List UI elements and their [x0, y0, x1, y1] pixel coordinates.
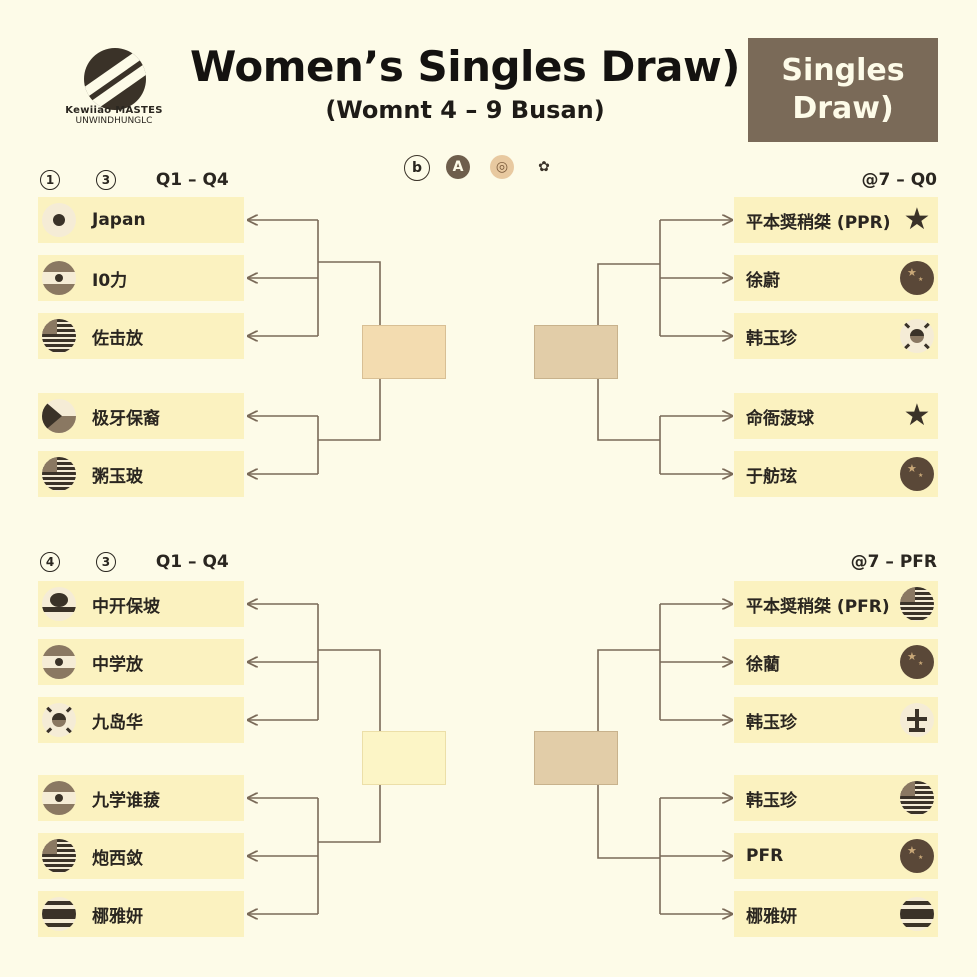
- draw-entry[interactable]: 九岛华: [38, 697, 244, 743]
- usa-flag-icon: [42, 457, 76, 491]
- thai-flag-icon: [42, 897, 76, 931]
- top-right-header: @7 – Q0: [861, 170, 937, 190]
- china-flag-icon: ★★: [900, 457, 934, 491]
- badge-line-1: Singles: [781, 53, 905, 88]
- bottom-left-range: Q1 – Q4: [155, 552, 229, 572]
- draw-entry[interactable]: 粥玉玻: [38, 451, 244, 497]
- czech-flag-icon: [42, 399, 76, 433]
- seed-circle-2: 3: [95, 170, 116, 190]
- player-name: 梛雅妍: [746, 906, 797, 927]
- page-title: Women’s Singles Draw): [190, 42, 740, 91]
- korea-flag-icon: [42, 703, 76, 737]
- player-name: I0力: [92, 270, 128, 291]
- china-flag-icon: ★★: [900, 645, 934, 679]
- stripe3-flag-icon: [42, 645, 76, 679]
- a-icon[interactable]: A: [446, 155, 470, 179]
- draw-entry[interactable]: 命衙菠球 ★: [734, 393, 938, 439]
- player-name: 极牙保裔: [92, 408, 160, 429]
- singles-draw-badge: Singles Draw): [748, 38, 938, 142]
- usa-flag-icon: [900, 587, 934, 621]
- draw-entry[interactable]: 九学谁菝: [38, 775, 244, 821]
- japanbar-flag-icon: [42, 587, 76, 621]
- draw-entry[interactable]: 平本奨稍桀 (PFR): [734, 581, 938, 627]
- bottom-left-header: 4 3 Q1 – Q4: [40, 552, 229, 572]
- seed-circle-3: 3: [95, 552, 116, 572]
- player-name: 炮西敛: [92, 848, 143, 869]
- draw-entry[interactable]: 徐藺 ★★: [734, 639, 938, 685]
- player-name: 九学谁菝: [92, 790, 160, 811]
- draw-entry[interactable]: 极牙保裔: [38, 393, 244, 439]
- draw-entry[interactable]: 佐击放: [38, 313, 244, 359]
- player-name: 平本奨稍桀 (PPR): [746, 212, 891, 233]
- draw-entry[interactable]: 梛雅妍: [38, 891, 244, 937]
- draw-entry[interactable]: 韩玉珍: [734, 313, 938, 359]
- draw-entry[interactable]: 韩玉珍: [734, 775, 938, 821]
- logo: [84, 48, 146, 110]
- player-name: 徐蔚: [746, 270, 780, 291]
- seed-circle-4: 4: [40, 552, 60, 572]
- logo-subtext: UNWINDHUNGLC: [75, 116, 153, 126]
- stripe3-flag-icon: [42, 781, 76, 815]
- draw-entry[interactable]: Japan: [38, 197, 244, 243]
- star-flag-icon: ★: [903, 399, 931, 433]
- logo-text: Kewiiao MASTES: [65, 105, 163, 116]
- flower-icon[interactable]: ✿: [532, 155, 556, 179]
- player-name: 九岛华: [92, 712, 143, 733]
- china-flag-icon: ★★: [900, 839, 934, 873]
- seed-circle-1: 1: [40, 170, 60, 190]
- cross-flag-icon: [900, 703, 934, 737]
- player-name: 粥玉玻: [92, 466, 143, 487]
- stripe3-flag-icon: [42, 261, 76, 295]
- top-left-result-box[interactable]: [362, 325, 446, 379]
- player-name: 韩玉珍: [746, 712, 797, 733]
- player-name: PFR: [746, 846, 784, 866]
- bottom-right-header: @7 – PFR: [850, 552, 937, 572]
- bottom-left-result-box[interactable]: [362, 731, 446, 785]
- player-name: Japan: [92, 210, 146, 230]
- player-name: 中学放: [92, 654, 143, 675]
- bottom-right-result-box[interactable]: [534, 731, 618, 785]
- draw-entry[interactable]: 于舫玹 ★★: [734, 451, 938, 497]
- top-right-result-box[interactable]: [534, 325, 618, 379]
- draw-entry[interactable]: 徐蔚 ★★: [734, 255, 938, 301]
- japan-flag-icon: [42, 203, 76, 237]
- top-left-range: Q1 – Q4: [155, 170, 229, 190]
- china-flag-icon: ★★: [900, 261, 934, 295]
- star-flag-icon: ★: [903, 203, 931, 237]
- player-name: 命衙菠球: [746, 408, 814, 429]
- korea-flag-icon: [900, 319, 934, 353]
- usa-flag-icon: [900, 781, 934, 815]
- player-name: 韩玉珍: [746, 328, 797, 349]
- player-name: 于舫玹: [746, 466, 797, 487]
- b-icon[interactable]: b: [404, 155, 430, 181]
- draw-entry[interactable]: PFR ★★: [734, 833, 938, 879]
- draw-entry[interactable]: 梛雅妍: [734, 891, 938, 937]
- page-subtitle: (Womnt 4 – 9 Busan): [325, 96, 605, 124]
- draw-entry[interactable]: 韩玉珍: [734, 697, 938, 743]
- player-name: 徐藺: [746, 654, 780, 675]
- usa-flag-icon: [42, 319, 76, 353]
- usa-flag-icon: [42, 839, 76, 873]
- draw-entry[interactable]: 平本奨稍桀 (PPR) ★: [734, 197, 938, 243]
- player-name: 梛雅妍: [92, 906, 143, 927]
- player-name: 平本奨稍桀 (PFR): [746, 596, 890, 617]
- draw-entry[interactable]: I0力: [38, 255, 244, 301]
- draw-entry[interactable]: 中开保坡: [38, 581, 244, 627]
- thai-flag-icon: [900, 897, 934, 931]
- player-name: 韩玉珍: [746, 790, 797, 811]
- badge-line-2: Draw): [792, 91, 894, 126]
- draw-entry[interactable]: 炮西敛: [38, 833, 244, 879]
- player-name: 中开保坡: [92, 596, 160, 617]
- camera-icon[interactable]: ◎: [490, 155, 514, 179]
- player-name: 佐击放: [92, 328, 143, 349]
- top-left-header: 1 3 Q1 – Q4: [40, 170, 229, 190]
- draw-entry[interactable]: 中学放: [38, 639, 244, 685]
